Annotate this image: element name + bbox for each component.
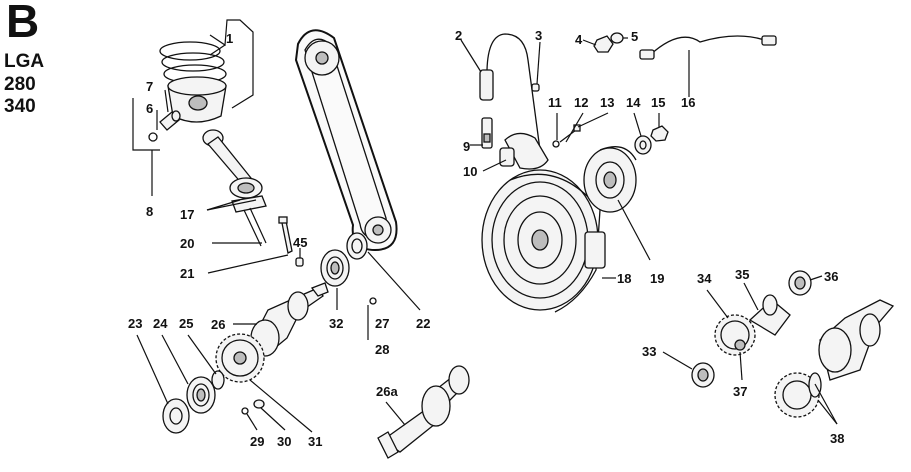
callout-23: 23 — [128, 316, 142, 331]
flywheel — [481, 169, 606, 313]
engine-variant-1: 280 — [4, 74, 36, 95]
coil-screws — [552, 124, 581, 148]
callout-19: 19 — [650, 271, 664, 286]
callout-12: 12 — [574, 95, 588, 110]
pin-circlip — [148, 132, 158, 142]
callout-14: 14 — [626, 95, 641, 110]
crank-bearing — [320, 249, 350, 287]
cap-clip — [531, 83, 540, 92]
callout-8: 8 — [146, 204, 153, 219]
callout-9: 9 — [463, 139, 470, 154]
callout-17: 17 — [180, 207, 194, 222]
callout-28: 28 — [375, 342, 389, 357]
callout-18: 18 — [617, 271, 631, 286]
callout-2: 2 — [455, 28, 462, 43]
camshaft — [748, 294, 791, 336]
callout-10: 10 — [463, 164, 477, 179]
callout-25: 25 — [179, 316, 193, 331]
piston-pin — [159, 110, 181, 131]
ground-lead — [639, 35, 777, 60]
callout-33: 33 — [642, 344, 656, 359]
oil-seal — [346, 232, 368, 260]
nut-4 — [593, 35, 614, 53]
callout-7: 7 — [146, 79, 153, 94]
rod-bolt — [278, 216, 293, 254]
callout-36: 36 — [824, 269, 838, 284]
spark-plug — [481, 117, 493, 149]
connecting-rod — [202, 129, 267, 247]
nut-15 — [650, 125, 669, 142]
crank-gear — [215, 333, 265, 383]
callout-32: 32 — [329, 316, 343, 331]
callout-6: 6 — [146, 101, 153, 116]
section-letter: B — [6, 0, 40, 47]
callout-5: 5 — [631, 29, 638, 44]
cam-gear — [714, 314, 756, 356]
callout-27: 27 — [375, 316, 389, 331]
callout-4: 4 — [575, 32, 583, 47]
crankshaft-right — [818, 299, 895, 381]
engine-variant-2: 340 — [4, 96, 36, 117]
callout-38: 38 — [830, 431, 844, 446]
fan-hub — [583, 146, 637, 213]
callout-45: 45 — [293, 235, 307, 250]
bearing-stack-left — [162, 370, 225, 434]
engine-model: LGA — [4, 51, 45, 72]
spark-plug-cap — [479, 33, 541, 151]
piston — [167, 76, 227, 123]
ignition-coil — [499, 132, 549, 170]
pin-27 — [369, 297, 377, 305]
bearing-33 — [691, 362, 715, 388]
callout-21: 21 — [180, 266, 194, 281]
screw-washer — [241, 399, 265, 415]
crank-gear-right — [774, 372, 822, 418]
callout-3: 3 — [535, 28, 542, 43]
bearing-36 — [788, 270, 812, 296]
small-plug — [295, 257, 304, 267]
callout-labels: 1 2 3 4 5 6 7 8 9 10 11 12 13 14 15 16 1… — [128, 28, 844, 449]
callout-30: 30 — [277, 434, 291, 449]
washer-14 — [634, 135, 652, 155]
callout-16: 16 — [681, 95, 695, 110]
callout-11: 11 — [548, 95, 562, 110]
crankshaft-lower — [377, 365, 470, 459]
timing-belt — [294, 29, 398, 252]
callout-13: 13 — [600, 95, 614, 110]
leader-lines — [132, 19, 838, 433]
callout-24: 24 — [153, 316, 168, 331]
callout-1: 1 — [226, 31, 233, 46]
crankshaft-left — [250, 282, 329, 357]
callout-22: 22 — [416, 316, 430, 331]
callout-34: 34 — [697, 271, 712, 286]
callout-26a: 26a — [376, 384, 398, 399]
washer-5 — [610, 32, 624, 44]
callout-20: 20 — [180, 236, 194, 251]
callout-35: 35 — [735, 267, 749, 282]
callout-15: 15 — [651, 95, 665, 110]
callout-31: 31 — [308, 434, 322, 449]
callout-26: 26 — [211, 317, 225, 332]
callout-37: 37 — [733, 384, 747, 399]
callout-29: 29 — [250, 434, 264, 449]
